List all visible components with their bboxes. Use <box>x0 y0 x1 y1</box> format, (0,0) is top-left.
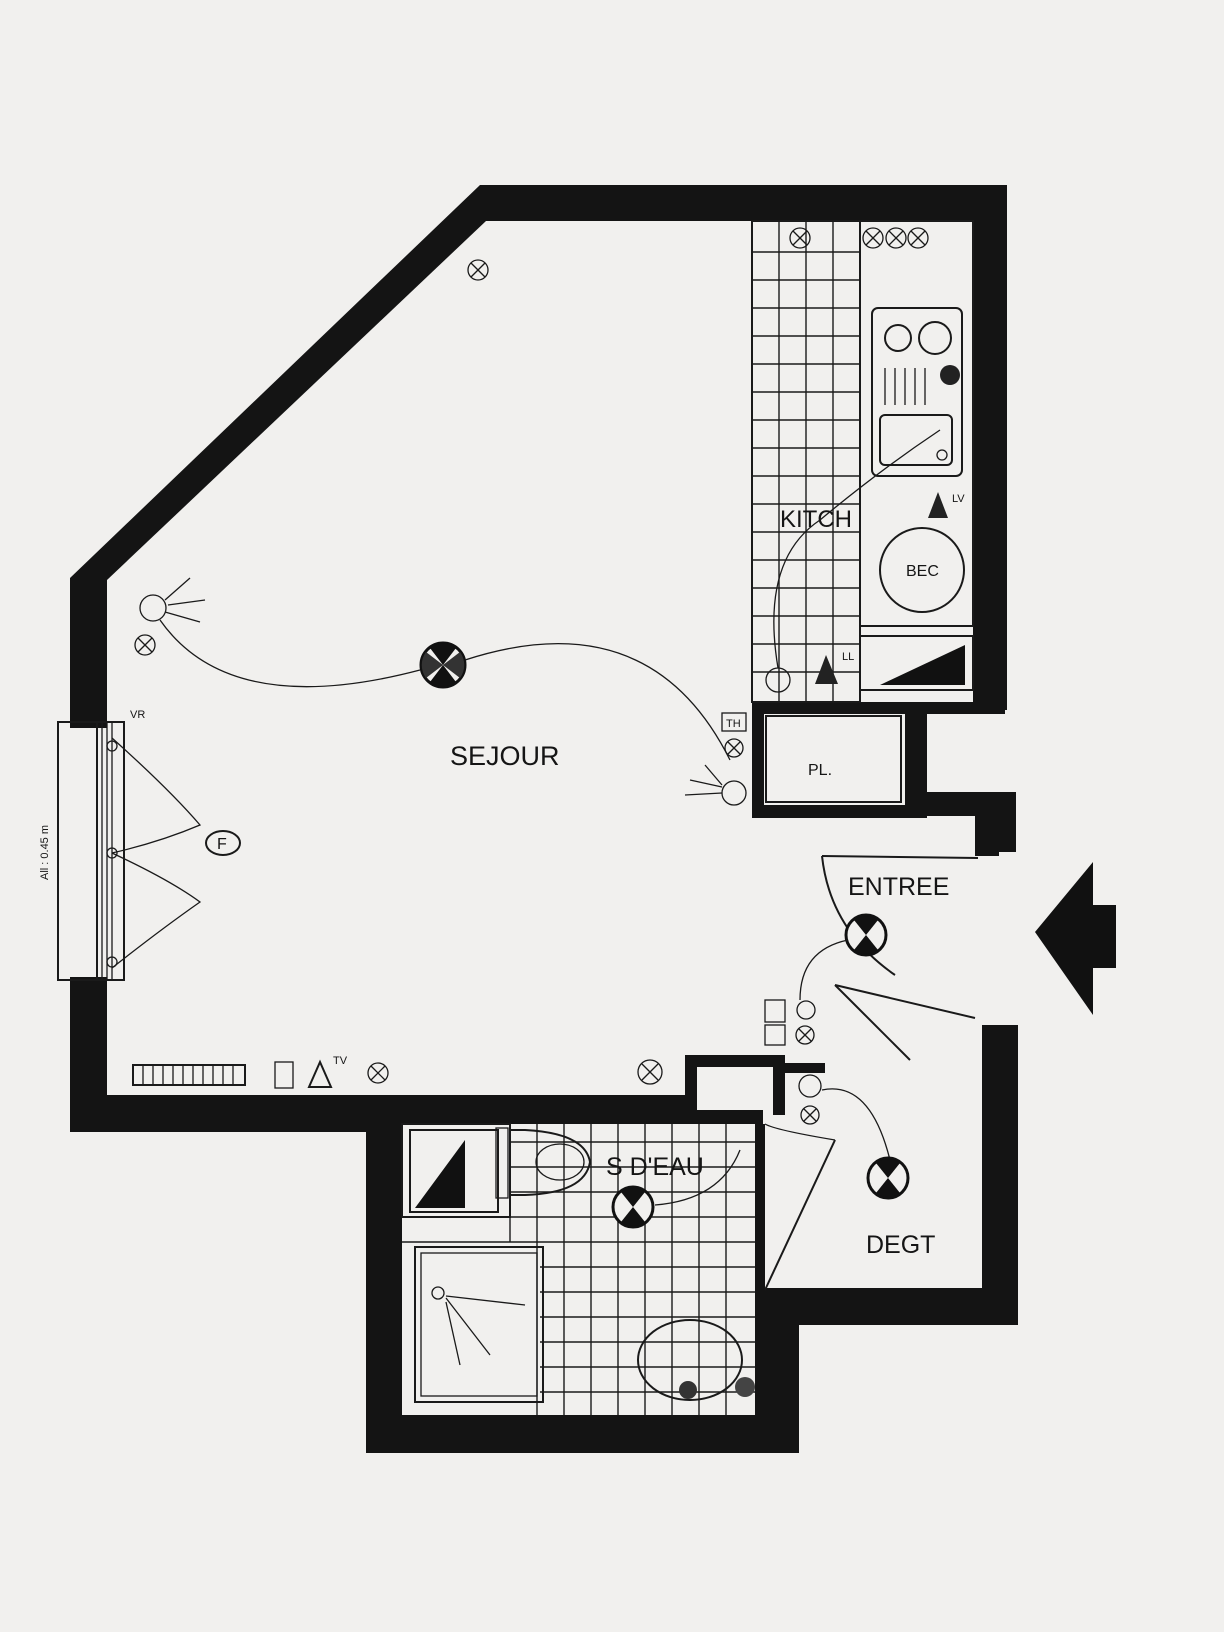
lave-vaisselle-symbol <box>928 492 948 518</box>
bath-tiles <box>402 1124 755 1415</box>
radiator <box>132 1064 246 1086</box>
hob <box>871 307 963 477</box>
sink-basin <box>879 414 953 466</box>
diagonal-wall <box>70 185 486 580</box>
wash-basin <box>637 1319 743 1401</box>
degt-partition-top <box>775 1063 825 1073</box>
entry-arrow <box>1035 862 1116 1015</box>
bath-left-wall <box>366 1110 402 1453</box>
left-wall-upper <box>70 578 107 728</box>
lave-vaisselle-label: LV <box>952 493 965 505</box>
window-left: All : 0.45 m VR F <box>39 709 241 981</box>
hob-burner-2 <box>918 321 952 355</box>
bath-partition <box>755 1124 765 1424</box>
tv-outlet <box>307 1059 333 1088</box>
lave-linge-symbol <box>815 655 838 684</box>
lave-linge-label: LL <box>842 651 854 663</box>
window-f-label: F <box>217 836 227 853</box>
tv-label: TV <box>333 1055 348 1067</box>
kitchen-label: KITCH <box>780 506 852 533</box>
window-f-marker <box>205 830 241 856</box>
sejour-label: SEJOUR <box>450 741 560 771</box>
degt: DEGT <box>798 1074 935 1259</box>
kitchen: BEC LV LL KITCH <box>751 220 974 703</box>
salle-eau: S D'EAU <box>401 1123 836 1415</box>
degt-bottom-wall <box>795 1288 1018 1325</box>
placard: PL. <box>765 715 902 803</box>
degt-label: DEGT <box>866 1231 935 1259</box>
boiler <box>879 527 965 613</box>
placard-wall-bottom <box>752 805 927 818</box>
fridge-symbol <box>880 645 965 685</box>
right-wall-lower <box>982 1025 1018 1325</box>
thermostat-label: TH <box>726 718 741 730</box>
phone-outlet <box>274 1061 294 1089</box>
boiler-label: BEC <box>906 563 939 580</box>
wc-wall <box>685 1055 785 1067</box>
sink-drainer <box>884 368 926 405</box>
wc-wall-vert <box>685 1055 697 1115</box>
shower-tray <box>414 1246 544 1403</box>
bottom-wall-sejour-right <box>380 1095 685 1112</box>
entree: ENTREE <box>764 855 1116 1061</box>
kitchen-outlets <box>789 227 929 249</box>
placard-wall-top <box>752 702 1005 714</box>
bath-top-wall <box>380 1110 763 1124</box>
salle-eau-label: S D'EAU <box>606 1153 704 1181</box>
walls <box>70 185 1018 1453</box>
bottom-wall-sejour <box>70 1095 380 1132</box>
right-wall-upper <box>973 185 1007 710</box>
window-note: All : 0.45 m <box>39 825 51 880</box>
hob-burner-1 <box>884 324 912 352</box>
sejour-fixtures: TH TV SEJOUR <box>132 259 747 1089</box>
bath-cabinet-symbol <box>415 1140 465 1208</box>
entry-post <box>975 816 999 856</box>
hob-burner-3 <box>940 365 960 385</box>
top-wall <box>480 185 1007 221</box>
bath-bottom-wall <box>366 1415 798 1453</box>
placard-wall-left <box>752 702 764 814</box>
placard-label: PL. <box>808 762 832 779</box>
volet-roulant-label: VR <box>130 709 145 721</box>
toilet <box>509 1129 592 1196</box>
kitchen-tiles <box>752 221 860 702</box>
placard-wall-right <box>905 710 927 818</box>
entree-label: ENTREE <box>848 873 949 901</box>
